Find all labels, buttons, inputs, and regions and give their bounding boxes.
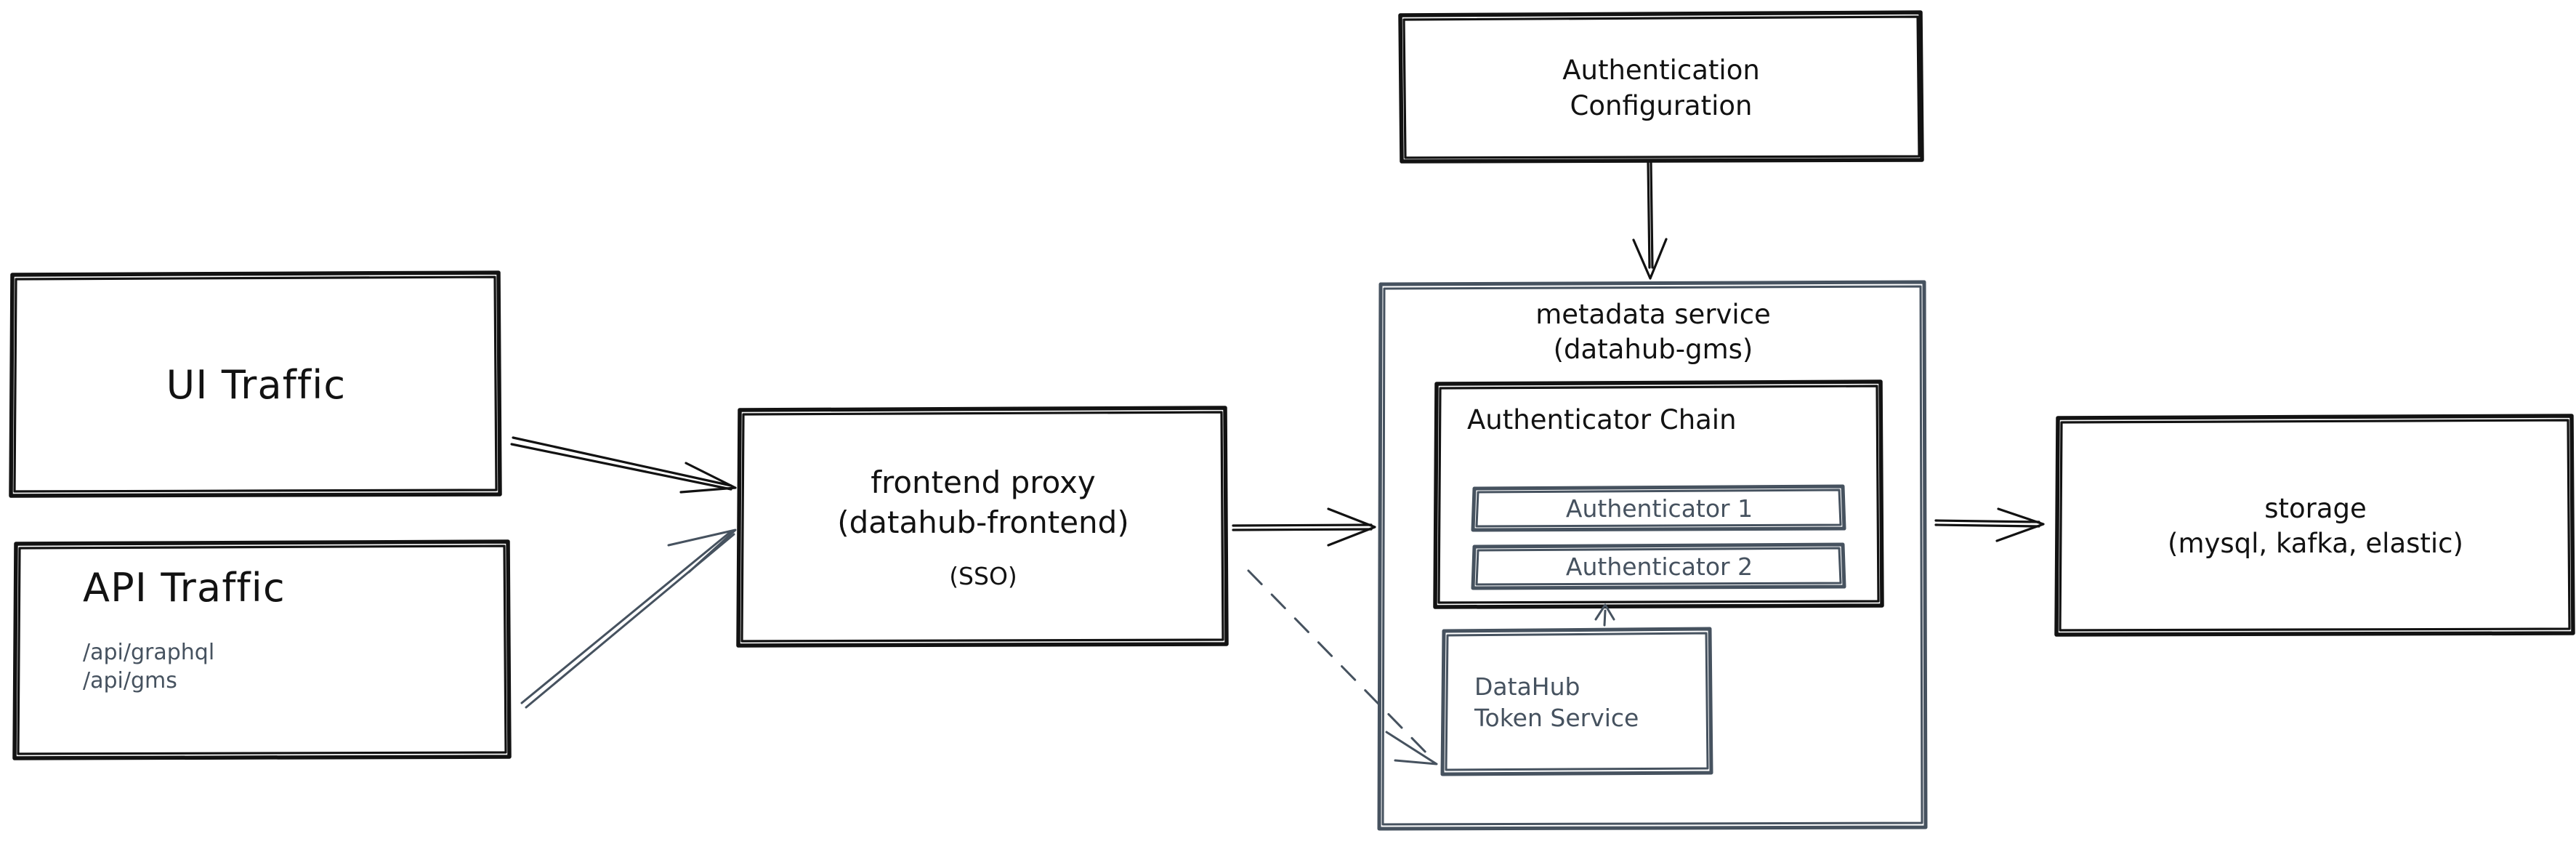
token-service-node[interactable]: DataHub Token Service	[1444, 631, 1711, 774]
authenticator-1-node[interactable]: Authenticator 1	[1474, 489, 1844, 530]
arrow-ui-traffic-to-frontend-proxy	[510, 436, 737, 494]
auth-config-line-2: Configuration	[1570, 89, 1753, 121]
arrow-frontend-proxy-to-metadata-service	[1232, 507, 1376, 547]
metadata-service-node[interactable]: metadata service (datahub-gms)	[1381, 284, 1926, 379]
metadata-service-line-2: (datahub-gms)	[1553, 334, 1753, 366]
auth-config-line-1: Authentication	[1562, 55, 1760, 87]
api-traffic-endpoint-graphql: /api/graphql	[83, 640, 215, 666]
token-service-line-2: Token Service	[1474, 703, 1639, 732]
authenticator-1-label: Authenticator 1	[1565, 494, 1753, 523]
api-traffic-title: API Traffic	[83, 565, 286, 611]
arrow-token-service-to-authenticator-chain	[1594, 603, 1615, 627]
arrow-metadata-service-to-storage	[1934, 507, 2045, 542]
arrow-frontend-proxy-to-token-service	[1247, 569, 1438, 765]
authenticator-2-node[interactable]: Authenticator 2	[1474, 547, 1844, 588]
ui-traffic-label: UI Traffic	[166, 361, 347, 408]
storage-node[interactable]: storage (mysql, kafka, elastic)	[2058, 418, 2573, 635]
storage-line-1: storage	[2264, 492, 2367, 524]
frontend-proxy-sso-note: (SSO)	[949, 562, 1017, 591]
arrow-auth-config-to-metadata-service	[1632, 161, 1668, 280]
storage-line-2: (mysql, kafka, elastic)	[2168, 528, 2463, 559]
api-traffic-endpoint-gms: /api/gms	[83, 668, 177, 694]
authenticator-chain-label: Authenticator Chain	[1467, 404, 1737, 435]
frontend-proxy-line-2: (datahub-frontend)	[837, 504, 1129, 540]
api-traffic-node[interactable]: API Traffic /api/graphql /api/gms	[16, 544, 509, 758]
authenticator-2-label: Authenticator 2	[1565, 552, 1753, 582]
frontend-proxy-line-1: frontend proxy	[871, 464, 1096, 500]
frontend-proxy-node[interactable]: frontend proxy (datahub-frontend) (SSO)	[740, 410, 1227, 646]
token-service-line-1: DataHub	[1474, 672, 1580, 701]
metadata-service-line-1: metadata service	[1535, 299, 1771, 330]
authenticator-chain-node[interactable]: Authenticator Chain	[1437, 384, 1882, 471]
auth-config-node[interactable]: Authentication Configuration	[1400, 15, 1922, 161]
ui-traffic-node[interactable]: UI Traffic	[12, 275, 500, 496]
